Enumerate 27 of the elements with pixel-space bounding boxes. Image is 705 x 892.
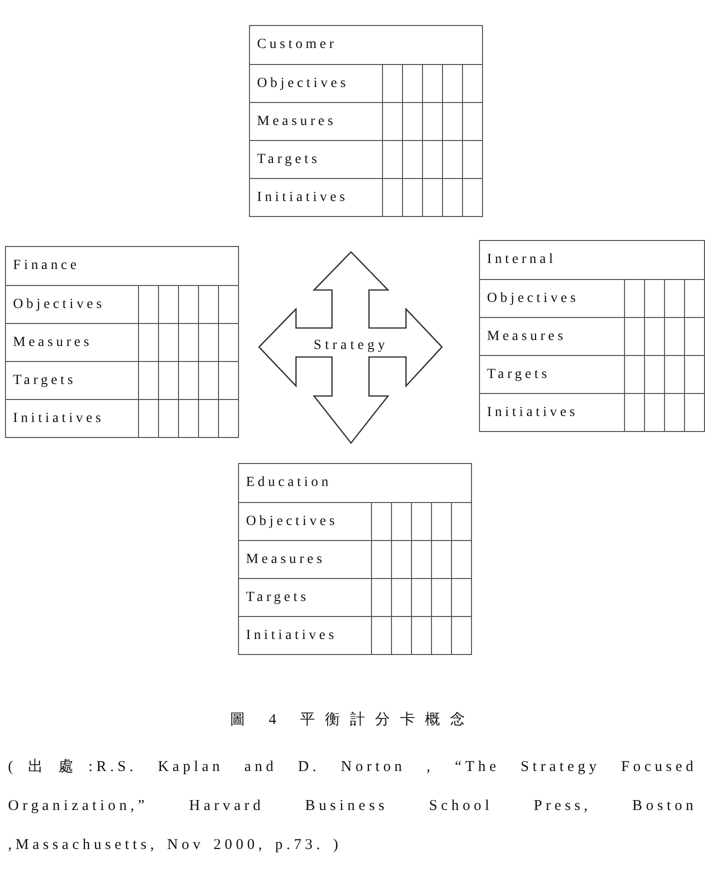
- row-label: Initiatives: [12, 410, 106, 428]
- row-label: Targets: [12, 372, 78, 390]
- row-label: Targets: [245, 588, 310, 606]
- scorecard-table: [249, 25, 483, 217]
- table-heading: Customer: [256, 36, 338, 54]
- row-label: Measures: [12, 334, 94, 352]
- scorecard-table: [479, 240, 705, 432]
- center-label: Strategy: [312, 338, 390, 354]
- row-label: Measures: [256, 112, 338, 130]
- table-heading: Finance: [12, 257, 81, 275]
- row-label: Objectives: [486, 290, 580, 308]
- source-citation: (出處:R.S. Kaplan and D. Norton , “The Strategy Focused Organization,” Harvard Business School Press, Boston ,Massachusetts, Nov 2000, p.73. ): [8, 758, 697, 855]
- row-label: Objectives: [12, 296, 106, 314]
- row-label: Targets: [256, 150, 322, 168]
- figure-caption: 圖 4 平衡計分卡概念: [229, 710, 476, 729]
- row-label: Targets: [486, 366, 552, 384]
- row-label: Measures: [245, 550, 326, 568]
- row-label: Objectives: [256, 74, 350, 92]
- row-label: Measures: [486, 328, 568, 346]
- scorecard-table: [5, 246, 239, 438]
- table-heading: Education: [245, 474, 333, 492]
- scorecard-table: [238, 463, 472, 655]
- row-label: Initiatives: [245, 626, 338, 644]
- row-label: Objectives: [245, 512, 339, 530]
- row-label: Initiatives: [486, 404, 580, 422]
- table-heading: Internal: [486, 251, 558, 269]
- row-label: Initiatives: [256, 188, 350, 206]
